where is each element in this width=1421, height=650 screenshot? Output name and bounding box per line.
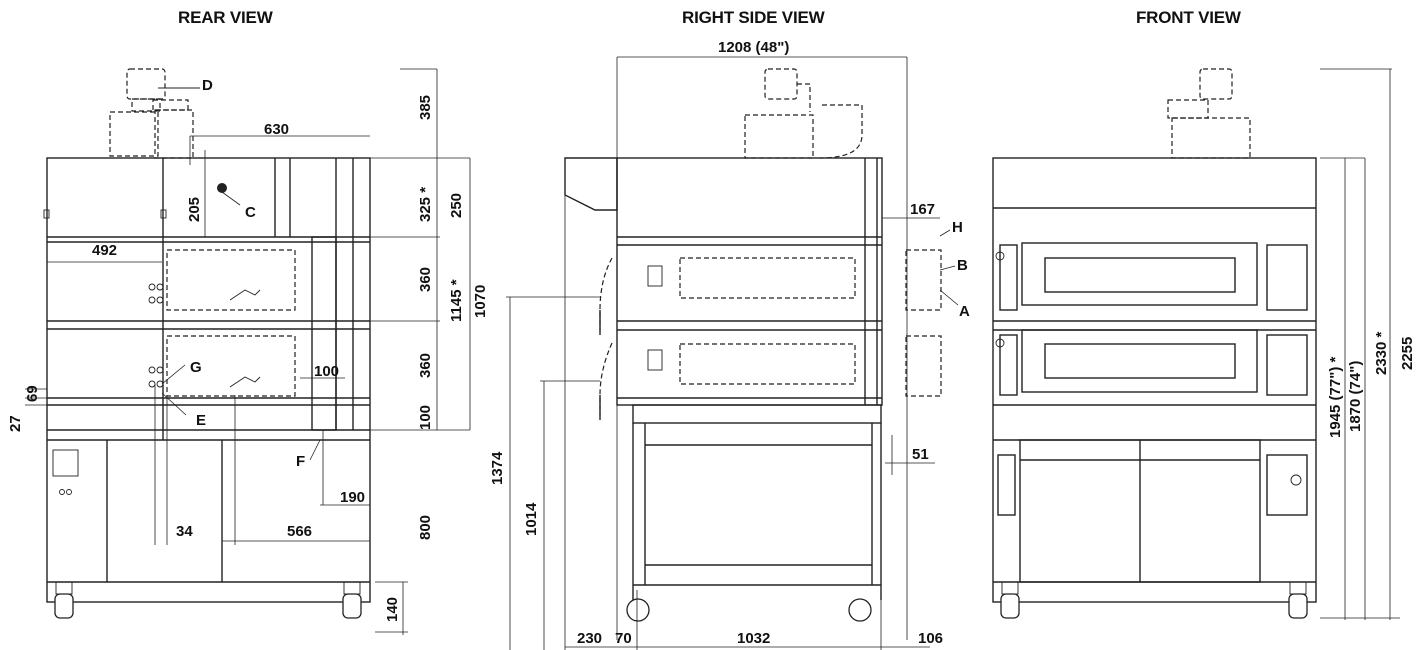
front-view-drawing bbox=[992, 68, 1400, 620]
dim-800: 800 bbox=[417, 515, 434, 540]
label-H: H bbox=[952, 219, 963, 236]
dim-2255: 2255 bbox=[1399, 337, 1416, 370]
dim-230: 230 bbox=[577, 630, 602, 647]
dim-360-lower: 360 bbox=[417, 353, 434, 378]
dim-1870: 1870 (74") bbox=[1347, 361, 1364, 432]
dim-250: 250 bbox=[448, 193, 465, 218]
dim-1032: 1032 bbox=[737, 630, 770, 647]
dim-100-vertical: 100 bbox=[417, 405, 434, 430]
dim-27: 27 bbox=[7, 415, 24, 432]
label-E: E bbox=[196, 412, 206, 429]
dim-1208: 1208 (48") bbox=[718, 39, 789, 56]
dim-1145: 1145 * bbox=[448, 279, 465, 322]
dim-69: 69 bbox=[24, 385, 41, 402]
dim-140: 140 bbox=[384, 597, 401, 622]
dim-1374: 1374 bbox=[489, 451, 506, 485]
rear-view-title: REAR VIEW bbox=[178, 8, 273, 27]
label-D: D bbox=[202, 77, 213, 94]
dim-190: 190 bbox=[340, 489, 365, 506]
dim-167: 167 bbox=[910, 201, 935, 218]
label-C: C bbox=[245, 204, 256, 221]
dim-51: 51 bbox=[912, 446, 929, 463]
dim-325: 325 * bbox=[417, 187, 434, 222]
label-F: F bbox=[296, 453, 305, 470]
label-B: B bbox=[957, 257, 968, 274]
dim-205: 205 bbox=[186, 197, 203, 222]
dim-1014: 1014 bbox=[523, 502, 540, 536]
dim-1070: 1070 bbox=[472, 285, 489, 318]
dim-70: 70 bbox=[615, 630, 632, 647]
label-G: G bbox=[190, 359, 202, 376]
side-view-title: RIGHT SIDE VIEW bbox=[682, 8, 825, 27]
dim-492: 492 bbox=[92, 242, 117, 259]
dim-360-upper: 360 bbox=[417, 267, 434, 292]
dim-100-horizontal: 100 bbox=[314, 363, 339, 380]
label-A: A bbox=[959, 303, 970, 320]
rear-view-drawing bbox=[25, 68, 471, 635]
dim-34: 34 bbox=[176, 523, 193, 540]
front-view-title: FRONT VIEW bbox=[1136, 8, 1241, 27]
dim-385: 385 bbox=[417, 95, 434, 120]
dim-106: 106 bbox=[918, 630, 943, 647]
dim-2330: 2330 * bbox=[1373, 331, 1390, 375]
side-view-drawing bbox=[506, 56, 959, 650]
dim-1945: 1945 (77") * bbox=[1327, 357, 1344, 438]
dim-566: 566 bbox=[287, 523, 312, 540]
dim-630: 630 bbox=[264, 121, 289, 138]
